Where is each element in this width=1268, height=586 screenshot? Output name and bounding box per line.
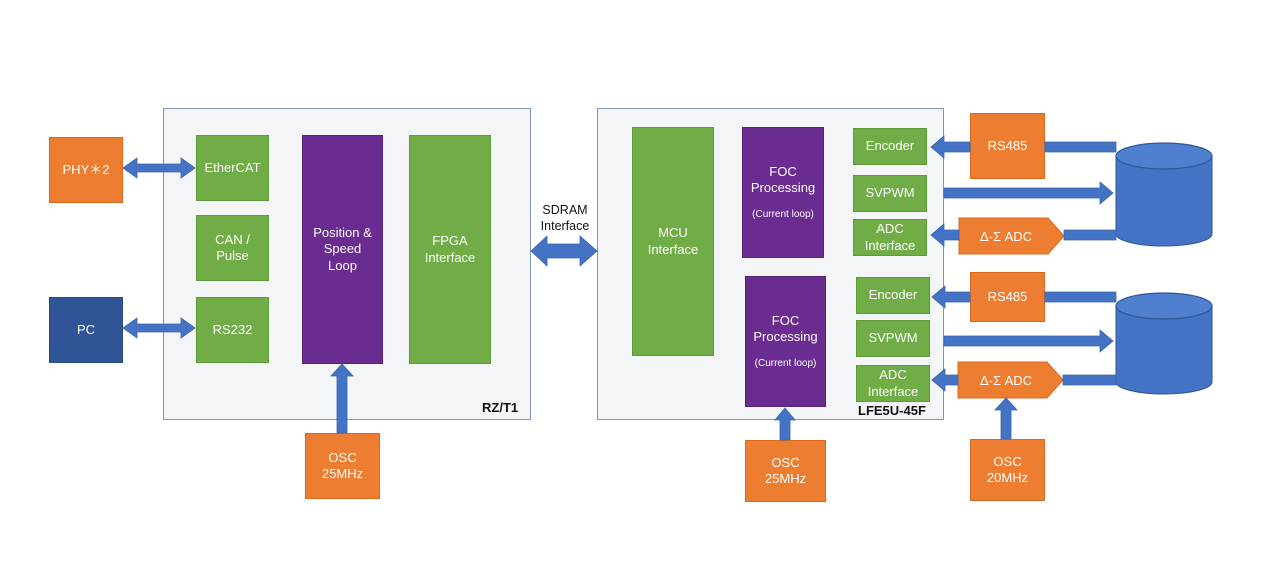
svpwm-top-block: SVPWM <box>853 175 927 212</box>
delta-sigma-adc-bottom-label: Δ-Σ ADC <box>980 373 1032 388</box>
arrow-svpwm-motor-top <box>943 181 1114 205</box>
rs485-bottom-block: RS485 <box>970 272 1045 322</box>
arrow-phy-ethercat <box>122 157 196 179</box>
arrow-sdram-interface <box>530 235 598 267</box>
motor-top-icon <box>1115 142 1213 247</box>
osc-adc-block: OSC 20MHz <box>970 439 1045 501</box>
phy-block: PHY＊2 <box>49 137 123 203</box>
arrow-osc-position-loop <box>330 363 354 434</box>
foc-top-title: FOC Processing <box>750 164 816 196</box>
arrow-osc-delta-sigma <box>994 397 1018 440</box>
arrow-motor-encoder-bottom <box>1044 291 1117 303</box>
lfe5u-label: LFE5U-45F <box>858 403 926 418</box>
osc-rzt1-block: OSC 25MHz <box>305 433 380 499</box>
arrow-rs485-encoder-bottom <box>931 285 971 309</box>
delta-sigma-adc-top-shape <box>958 217 1065 255</box>
arrow-rs485-encoder-top <box>930 135 971 159</box>
adc-interface-bottom-block: ADC Interface <box>856 365 930 402</box>
sdram-interface-label: SDRAM Interface <box>540 203 590 233</box>
arrow-motor-adc-top <box>1063 229 1117 241</box>
foc-processing-bottom-block: FOC Processing (Current loop) <box>745 276 826 407</box>
arrow-motor-adc-bottom <box>1062 374 1117 386</box>
mcu-interface-block: MCU Interface <box>632 127 714 356</box>
delta-sigma-adc-top-label: Δ-Σ ADC <box>980 229 1032 244</box>
position-speed-loop-block: Position & Speed Loop <box>302 135 383 364</box>
arrow-svpwm-motor-bottom <box>943 329 1114 353</box>
encoder-top-block: Encoder <box>853 128 927 165</box>
rs232-block: RS232 <box>196 297 269 363</box>
arrow-osc-foc <box>774 407 796 441</box>
pc-block: PC <box>49 297 123 363</box>
arrow-pc-rs232 <box>122 317 196 339</box>
foc-bottom-title: FOC Processing <box>753 313 818 345</box>
osc-lfe5u-block: OSC 25MHz <box>745 440 826 502</box>
encoder-bottom-block: Encoder <box>856 277 930 314</box>
rzt1-label: RZ/T1 <box>482 400 519 415</box>
ethercat-block: EtherCAT <box>196 135 269 201</box>
foc-processing-top-block: FOC Processing (Current loop) <box>742 127 824 258</box>
arrow-adc-interface-bottom <box>931 368 959 392</box>
foc-bottom-subtitle: (Current loop) <box>754 357 817 369</box>
motor-bottom-icon <box>1115 292 1213 395</box>
arrow-adc-interface-top <box>930 223 960 247</box>
fpga-interface-block: FPGA Interface <box>409 135 491 364</box>
can-pulse-block: CAN / Pulse <box>196 215 269 281</box>
arrow-motor-encoder-top <box>1044 141 1117 153</box>
delta-sigma-adc-bottom-shape <box>957 361 1064 399</box>
adc-interface-top-block: ADC Interface <box>853 219 927 256</box>
foc-top-subtitle: (Current loop) <box>752 208 814 220</box>
svpwm-bottom-block: SVPWM <box>856 320 930 357</box>
rs485-top-block: RS485 <box>970 113 1045 179</box>
